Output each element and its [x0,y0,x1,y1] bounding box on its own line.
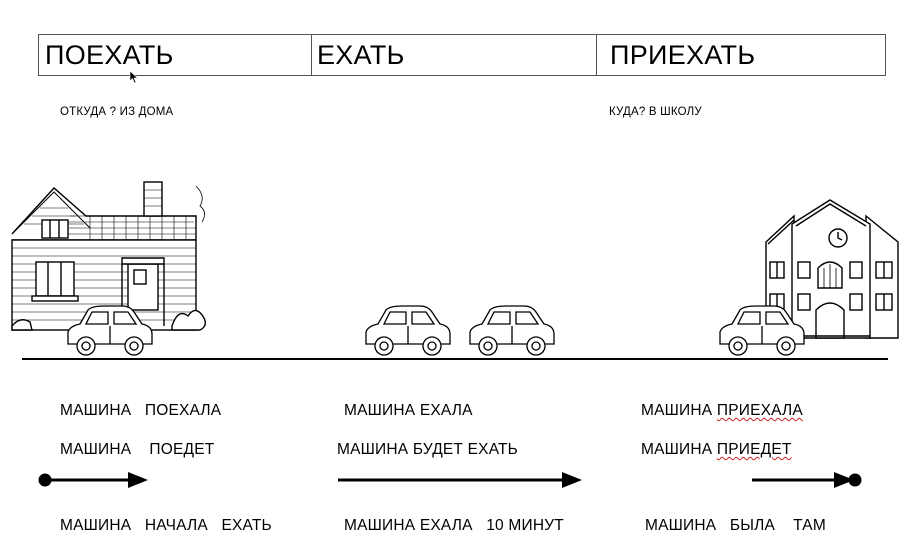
car-icon [469,305,555,356]
sentence-left-1: МАШИНА ПОЕХАЛА [60,402,222,419]
mouse-cursor-icon [129,70,139,84]
car-icon [365,305,451,356]
sentence-left-2: МАШИНА ПОЕДЕТ [60,441,215,458]
sentence-middle-3: МАШИНА ЕХАЛА 10 МИНУТ [344,517,564,534]
verb-priekhat: ПРИЕХАТЬ [610,39,756,70]
car-icon [67,305,153,356]
verb-poekhat: ПОЕХАТЬ [39,35,312,75]
question-to: КУДА? В ШКОЛУ [609,106,702,118]
school-illustration [765,199,899,339]
start-arrow-icon [38,472,148,488]
sentence-right-2: МАШИНА ПРИЕДЕТ [641,441,792,458]
sentence-middle-2: МАШИНА БУДЕТ ЕХАТЬ [337,441,519,458]
verb-table: ПОЕХАТЬ ЕХАТЬ ПРИЕХАТЬ [38,34,886,76]
process-arrow-icon [338,472,582,488]
sentence-left-3: МАШИНА НАЧАЛА ЕХАТЬ [60,517,272,534]
verb-ekhat: ЕХАТЬ [312,35,597,75]
road-line [22,358,888,360]
question-from: ОТКУДА ? ИЗ ДОМА [60,106,174,118]
sentence-right-1: МАШИНА ПРИЕХАЛА [641,402,803,419]
sentence-right-3: МАШИНА БЫЛА ТАМ [645,517,826,534]
car-icon [719,305,805,356]
result-arrow-icon [752,472,862,488]
sentence-middle-1: МАШИНА ЕХАЛА [344,402,473,419]
